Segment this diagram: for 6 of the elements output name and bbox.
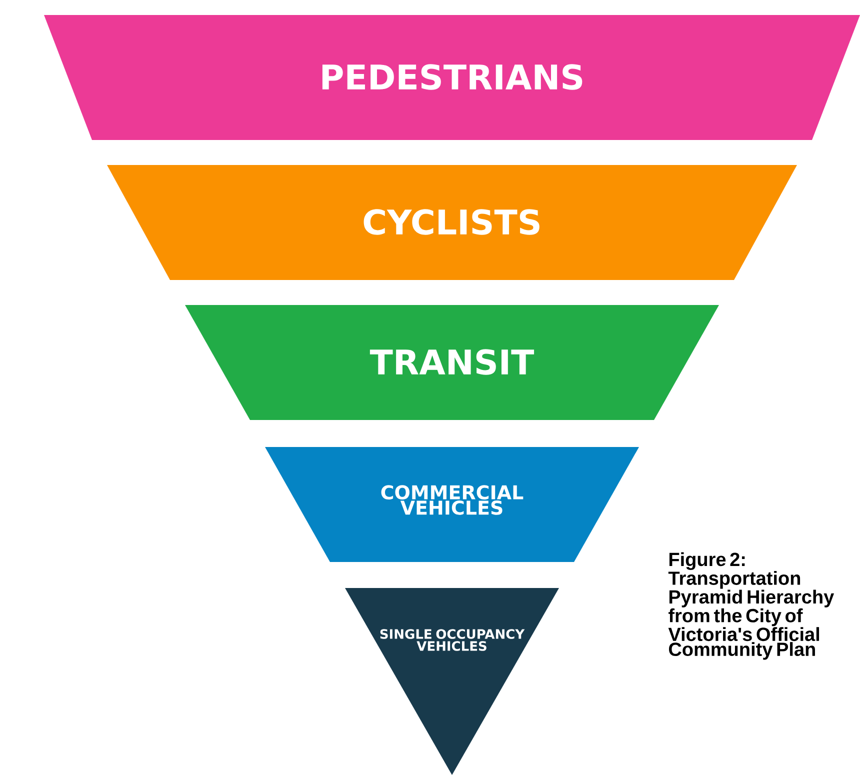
pyramid-band: COMMERCIAL VEHICLES (265, 447, 639, 562)
pyramid-band: SINGLE OCCUPANCY VEHICLES (345, 588, 559, 775)
pyramid-band: CYCLISTS (107, 165, 797, 280)
caption: Figure 2: Transportation Pyramid Hierarchy from the City of Victoria's Official Community Plan (668, 552, 834, 660)
pyramid-band: TRANSIT (185, 305, 719, 420)
pyramid-band: PEDESTRIANS (44, 15, 860, 140)
